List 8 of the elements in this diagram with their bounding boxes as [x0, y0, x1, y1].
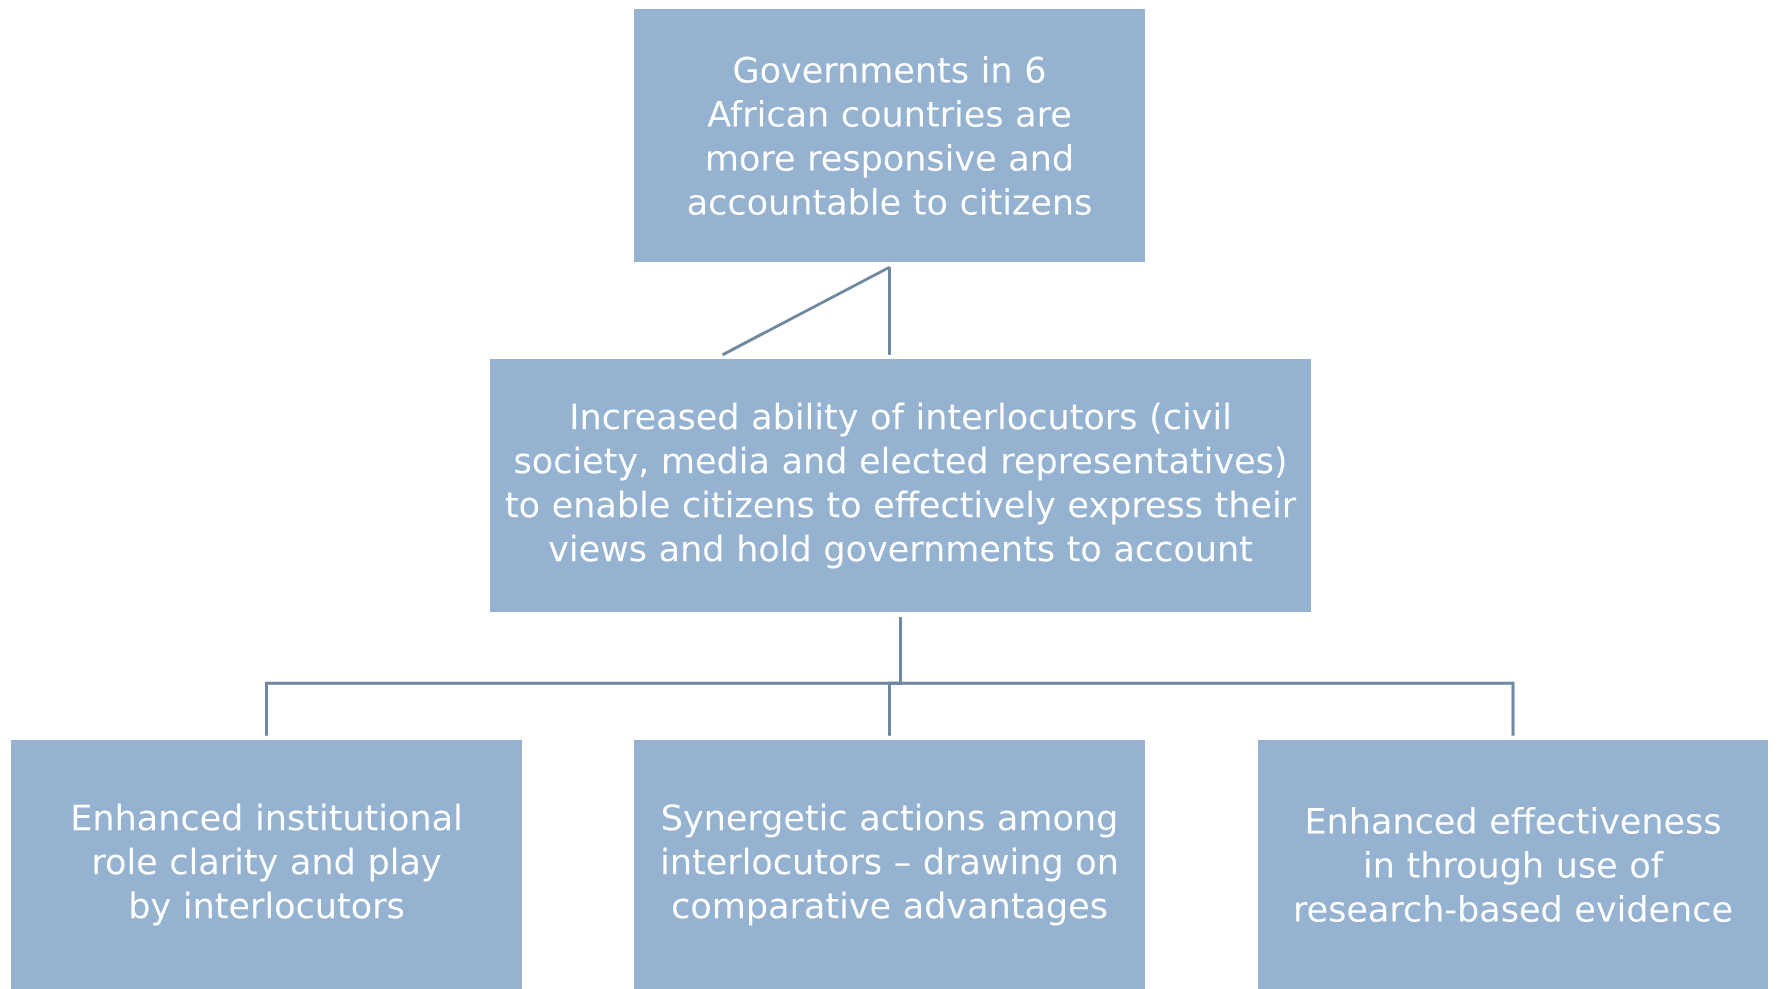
connector-line	[721, 265, 891, 357]
text-box: Enhanced effectiveness in through use of research-based evidence	[1258, 740, 1768, 989]
connector-line	[899, 617, 1515, 736]
connector-line	[888, 267, 891, 355]
text-box: Enhanced institutional role clarity and play by interlocutors	[11, 740, 522, 989]
text-box: Synergetic actions among interlocutors – drawing on comparative advantages	[634, 740, 1145, 989]
text-box: Increased ability of interlocutors (civil society, media and elected representatives) to enable citizens to effectively express their views and hold governments to account	[490, 359, 1311, 612]
text-box: Governments in 6 African countries are more responsive and accountable to citizens	[634, 9, 1145, 262]
